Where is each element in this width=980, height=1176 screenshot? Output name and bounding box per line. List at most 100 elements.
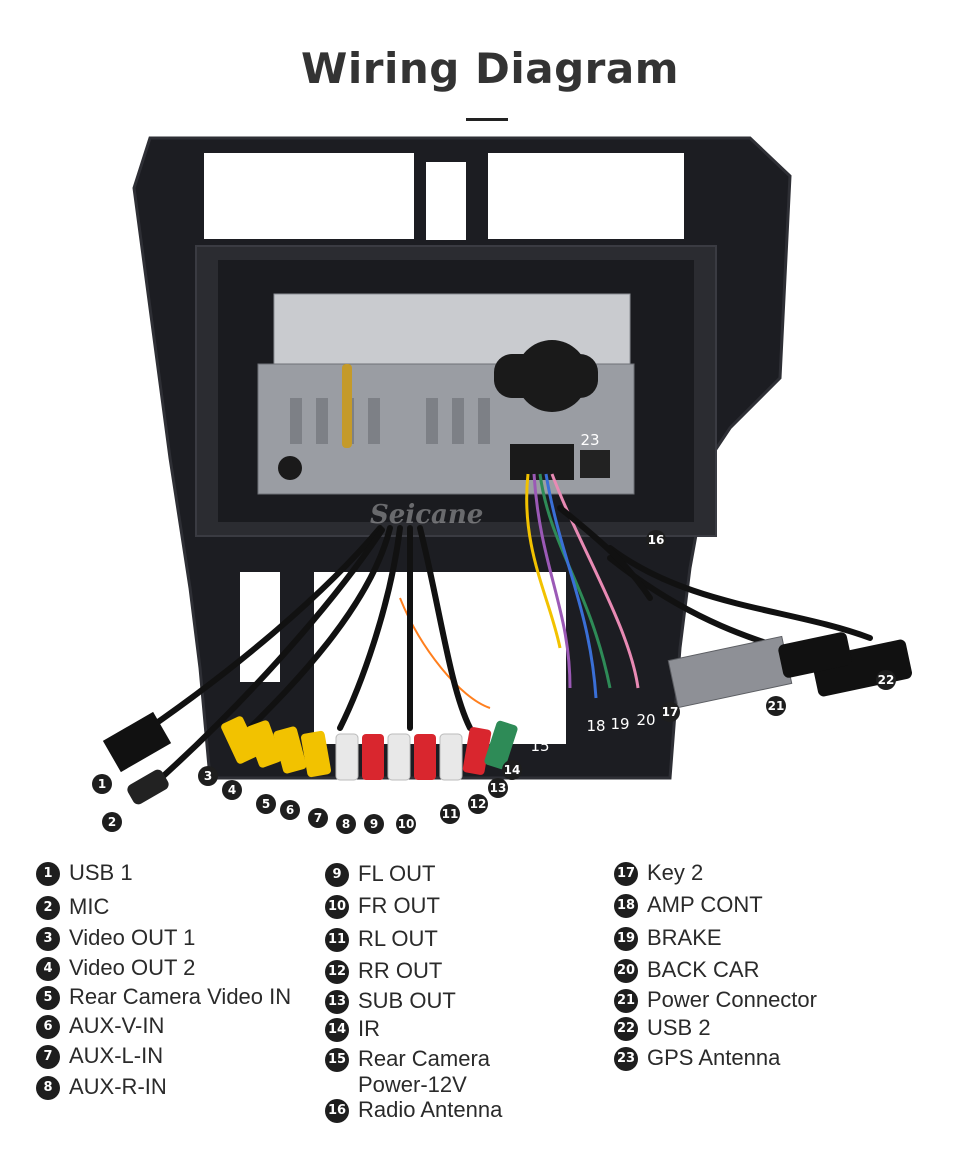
legend-item: 15 Rear Camera Power-12V <box>325 1046 558 1098</box>
legend-item: 18 AMP CONT <box>614 892 763 918</box>
legend-number: 19 <box>614 927 638 951</box>
rca-video-out-2 <box>246 720 282 768</box>
callout-10: 10 <box>396 814 416 834</box>
legend-item: 11 RL OUT <box>325 926 438 952</box>
legend-item: 23 GPS Antenna <box>614 1045 780 1071</box>
legend-label: RL OUT <box>358 926 438 951</box>
legend-item: 10 FR OUT <box>325 893 440 919</box>
legend-item: 7 AUX-L-IN <box>36 1043 163 1069</box>
legend-item: 4 Video OUT 2 <box>36 955 195 981</box>
wire-blue <box>544 473 598 699</box>
legend-label: USB 2 <box>647 1015 711 1040</box>
callout-9: 9 <box>364 814 384 834</box>
callout-7: 7 <box>308 808 328 828</box>
rca-aux-v <box>300 730 332 778</box>
chassis-slot-7 <box>478 398 490 444</box>
legend-item: 12 RR OUT <box>325 958 442 984</box>
legend-number: 7 <box>36 1045 60 1069</box>
rca-rear-camera <box>273 726 307 774</box>
legend-label: Rear Camera Power-12V <box>358 1046 491 1097</box>
legend-number: 4 <box>36 957 60 981</box>
bezel-cutout-center <box>426 162 466 240</box>
legend-number: 9 <box>325 863 349 887</box>
legend-number: 11 <box>325 928 349 952</box>
callout-3: 3 <box>198 766 218 786</box>
wire-purple <box>532 473 572 689</box>
chassis-slot-5 <box>426 398 438 444</box>
callout-22: 22 <box>876 670 896 690</box>
rca-aux-l <box>335 733 359 781</box>
legend-label: RR OUT <box>358 958 443 983</box>
legend-label: SUB OUT <box>358 988 456 1013</box>
callout-13: 13 <box>488 778 508 798</box>
usb1-plug <box>102 711 172 773</box>
legend-number: 16 <box>325 1099 349 1123</box>
legend-item: 2 MIC <box>36 894 109 920</box>
page-title: Wiring Diagram <box>301 44 679 93</box>
legend-item: 13 SUB OUT <box>325 988 456 1014</box>
legend-label: Video OUT 1 <box>69 925 196 950</box>
legend-item: 20 BACK CAR <box>614 957 759 983</box>
legend-label: Radio Antenna <box>358 1097 503 1122</box>
watermark: Seicane <box>370 500 484 530</box>
legend-number: 3 <box>36 927 60 951</box>
legend-label: AUX-V-IN <box>69 1013 165 1038</box>
title-underline <box>466 118 508 121</box>
cable-usb2-a <box>607 545 873 641</box>
chassis-slot-6 <box>452 398 464 444</box>
usb2-plug-b <box>778 632 852 678</box>
legend-label: Power Connector <box>647 987 817 1012</box>
callout-19: 19 <box>610 715 630 733</box>
legend-label: FL OUT <box>358 861 436 886</box>
legend-label: FR OUT <box>358 893 440 918</box>
legend-item: 9 FL OUT <box>325 861 435 887</box>
callout-18: 18 <box>586 717 606 735</box>
legend-label: Video OUT 2 <box>69 955 196 980</box>
callout-21: 21 <box>766 696 786 716</box>
legend-item: 22 USB 2 <box>614 1015 711 1041</box>
wire-yellow <box>525 473 562 649</box>
wifi-antenna <box>342 364 352 448</box>
legend-label: AUX-L-IN <box>69 1043 164 1068</box>
callout-16: 16 <box>646 530 666 550</box>
legend-item: 3 Video OUT 1 <box>36 925 195 951</box>
callout-11: 11 <box>440 804 460 824</box>
legend-number: 12 <box>325 960 349 984</box>
rca-video-out-1 <box>221 716 259 764</box>
stereo-unit-illustration <box>102 136 912 805</box>
callout-14: 14 <box>502 760 522 780</box>
legend-item: 6 AUX-V-IN <box>36 1013 164 1039</box>
wire-pink <box>550 473 640 689</box>
legend-label: AUX-R-IN <box>69 1074 167 1099</box>
callout-1: 1 <box>92 774 112 794</box>
wiring-photo: Seicane 1 2 3 4 5 6 7 8 9 10 11 12 13 14… <box>90 128 930 848</box>
rca-aux-r <box>362 734 384 780</box>
legend-number: 22 <box>614 1017 638 1041</box>
legend-item: 19 BRAKE <box>614 925 722 951</box>
legend-number: 20 <box>614 959 638 983</box>
legend-number: 17 <box>614 862 638 886</box>
radio-jack <box>278 456 302 480</box>
mic-plug <box>127 769 169 805</box>
rca-fl-out <box>387 733 411 781</box>
callout-5: 5 <box>256 794 276 814</box>
callout-6: 6 <box>280 800 300 820</box>
rca-rr-out <box>462 727 492 775</box>
legend-number: 23 <box>614 1047 638 1071</box>
legend-label: BACK CAR <box>647 957 760 982</box>
legend-item: 5 Rear Camera Video IN <box>36 984 291 1010</box>
cable-usb1 <box>117 525 383 751</box>
legend-label: Key 2 <box>647 860 704 885</box>
legend-number: 18 <box>614 894 638 918</box>
legend-number: 6 <box>36 1015 60 1039</box>
legend-item: 16 Radio Antenna <box>325 1097 502 1123</box>
legend-number: 2 <box>36 896 60 920</box>
cable-rca-bundle-4 <box>417 525 473 731</box>
legend-number: 13 <box>325 990 349 1014</box>
callout-15: 15 <box>530 737 550 755</box>
cable-power-harness <box>557 505 653 601</box>
bezel-cutout-right <box>488 153 684 239</box>
callout-4: 4 <box>222 780 242 800</box>
legend-number: 14 <box>325 1018 349 1042</box>
legend-label: BRAKE <box>647 925 722 950</box>
